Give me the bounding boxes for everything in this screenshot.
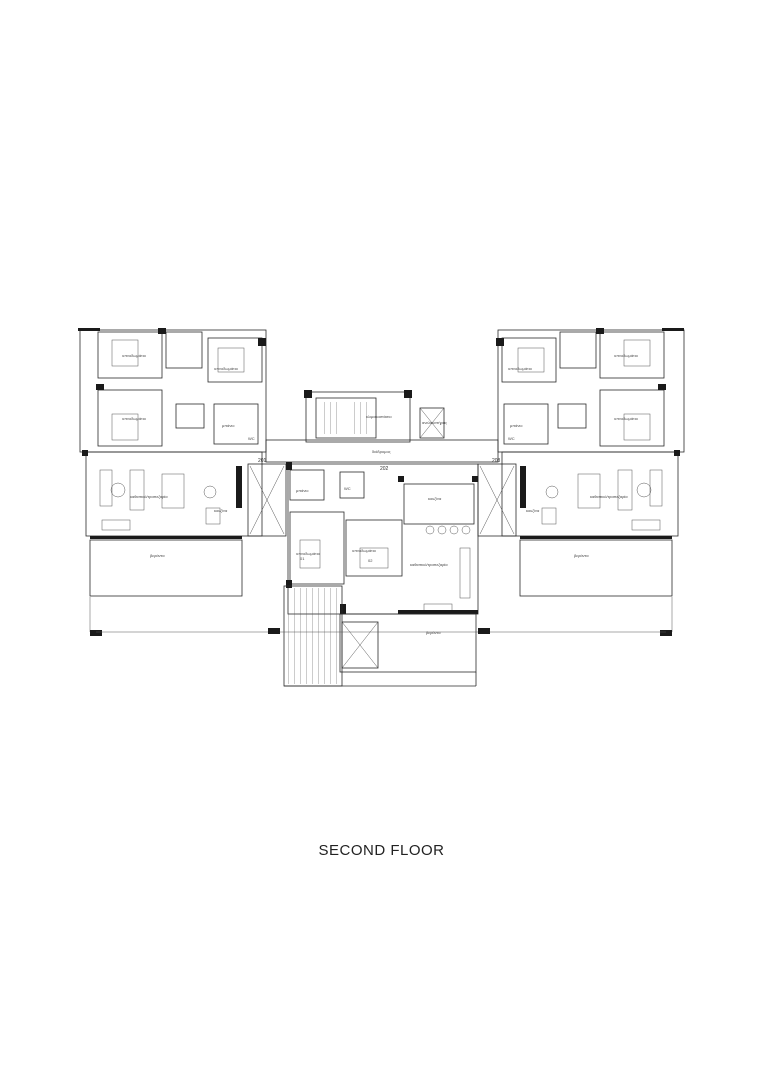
room-label: WC xyxy=(248,436,255,441)
apartment-number: 203 xyxy=(492,458,501,464)
room-label: υπνοδωμάτιο xyxy=(214,366,239,371)
veranda-left xyxy=(89,539,243,597)
room-label: υπνοδωμάτιο xyxy=(352,548,377,553)
room-label: υπνοδωμάτιο xyxy=(614,353,639,358)
room-label: καθιστικό/τραπεζαρία xyxy=(130,494,168,499)
room-label: βεράντα xyxy=(150,553,165,558)
room-label: βεράντα xyxy=(574,553,589,558)
drawing-title: SECOND FLOOR xyxy=(318,842,445,859)
bedroom-right-2 xyxy=(599,389,665,447)
room-label: υπνοδωμάτιο xyxy=(296,551,321,556)
bedroom-left-2 xyxy=(97,389,163,447)
room-number: 02 xyxy=(368,558,373,563)
room-label: ανελκυστήρας xyxy=(422,420,447,425)
room-label: βεράντα xyxy=(426,630,441,635)
bedroom-center-1 xyxy=(289,511,345,585)
room-label: κουζίνα xyxy=(428,496,442,501)
room-label: καθιστικό/τραπεζαρία xyxy=(590,494,628,499)
room-label: μπάνιο xyxy=(222,423,235,428)
bathroom-right xyxy=(559,331,597,369)
room-label: υπνοδωμάτιο xyxy=(122,353,147,358)
stair-core xyxy=(315,397,377,439)
room-label: υπνοδωμάτιο xyxy=(614,416,639,421)
veranda-center xyxy=(339,613,477,673)
room-label: υπνοδωμάτιο xyxy=(122,416,147,421)
apartment-right: υπνοδωμάτιο υπνοδωμάτιο υπνοδωμάτιο καθι… xyxy=(492,328,685,636)
room-number: 01 xyxy=(300,556,305,561)
bedroom-right-1 xyxy=(599,331,665,379)
room-label: κουζίνα xyxy=(214,508,228,513)
room-label: κλιμακοστάσιο xyxy=(366,414,392,419)
room-label: WC xyxy=(508,436,515,441)
room-label: διάδρομος xyxy=(372,449,391,454)
corridor xyxy=(265,439,499,463)
bedroom-left-3 xyxy=(207,337,263,383)
bedroom-right-3 xyxy=(501,337,557,383)
bathroom-left xyxy=(165,331,203,369)
room-label: μπάνιο xyxy=(296,488,309,493)
bedroom-center-2 xyxy=(345,519,403,577)
room-label: καθιστικό/τραπεζαρία xyxy=(410,562,448,567)
room-label: WC xyxy=(344,486,351,491)
apartment-number: 201 xyxy=(258,458,267,464)
room-label: κουζίνα xyxy=(526,508,540,513)
bedroom-left-1 xyxy=(97,331,163,379)
lift-shaft xyxy=(419,407,445,439)
apartment-left: υπνοδωμάτιο υπνοδωμάτιο υπνοδωμάτιο καθι… xyxy=(78,328,267,636)
room-label: υπνοδωμάτιο xyxy=(508,366,533,371)
building-core: κλιμακοστάσιο ανελκυστήρας διάδρομος xyxy=(265,390,499,463)
apartment-number: 202 xyxy=(380,466,389,472)
room-label: μπάνιο xyxy=(510,423,523,428)
veranda-right xyxy=(519,539,673,597)
apartment-center: 202 υπνοδωμάτιο υπνοδωμάτιο 01 02 κουζίν… xyxy=(96,462,666,687)
bathroom-center xyxy=(289,469,325,501)
